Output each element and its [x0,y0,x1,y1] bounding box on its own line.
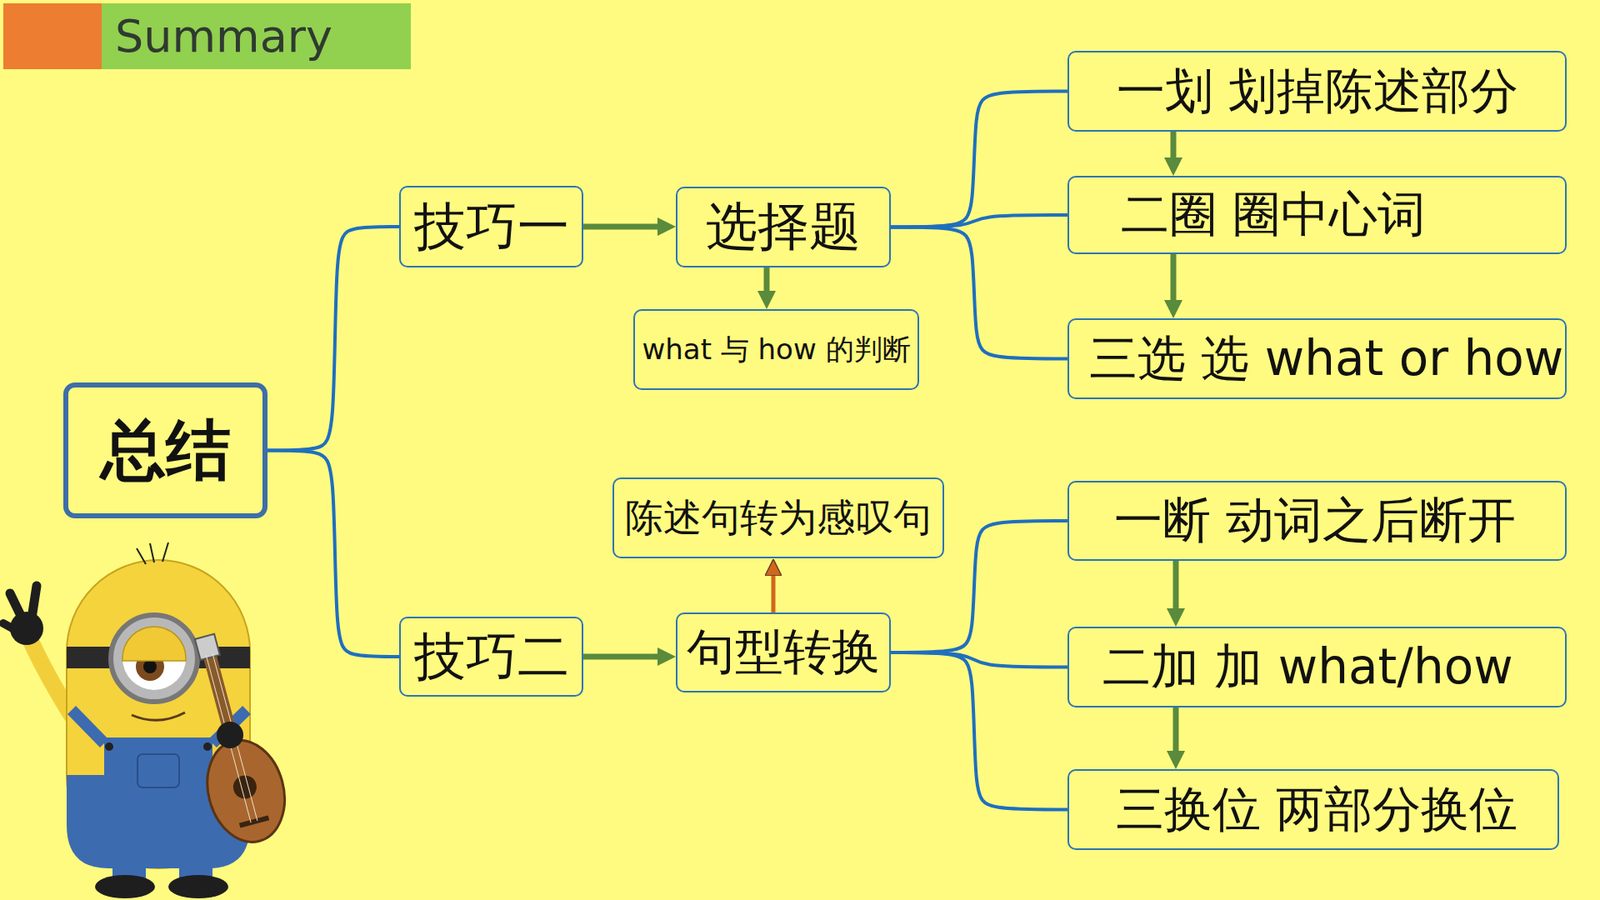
topic-box: 技巧二 [399,616,584,697]
node-label: 句型转换 [686,625,880,680]
topic-box: 二圈 圈中心词 [1067,175,1567,255]
arrow-connector [583,654,668,660]
minion-hair [136,542,169,565]
node-label: 三选 选 what or how [1089,332,1564,386]
bracket-connector [890,215,1068,228]
minion-mouth [131,712,185,720]
guitar-string [205,655,251,823]
minion-pupil [143,660,157,674]
bracket-connector [890,91,1068,228]
guitar-head [195,634,220,660]
topic-box: 选择题 [675,186,891,268]
minion-glove [10,611,44,645]
minion-shoe [95,875,155,899]
node-label: 陈述句转为感叹句 [625,496,932,540]
guitar-bridge [239,815,270,828]
topic-box: 二加 加 what/how [1067,626,1567,708]
topic-box: 句型转换 [675,612,891,693]
topic-box: 技巧一 [399,185,584,268]
arrow-connector [771,566,776,613]
minion-eye [122,626,186,690]
minion-button [105,742,114,751]
node-label: 二圈 圈中心词 [1120,188,1426,242]
title-band [101,3,411,70]
guitar-soundhole [230,772,260,801]
bracket-connector [890,652,1068,810]
minion-shoe [168,875,229,899]
arrow-connector [583,224,668,230]
minion-glove [216,721,244,749]
guitar [168,626,296,851]
node-label: 一断 动词之后断开 [1114,494,1516,548]
bracket-connector [890,652,1068,668]
slide-title: Summary [115,3,333,70]
node-label: 技巧一 [414,198,570,255]
bracket-connector [267,226,400,451]
node-label: 二加 加 what/how [1102,640,1514,695]
goggle-rim [110,615,198,702]
node-label: 一划 划掉陈述部分 [1116,65,1519,119]
minion-strap [71,710,105,744]
topic-box: 一断 动词之后断开 [1067,480,1567,561]
guitar-string [212,653,258,821]
arrow-connector [1173,560,1180,619]
minion-illustration [3,542,296,899]
minion-eyelid [122,626,186,661]
guitar-body [196,731,296,851]
bracket-connector [890,520,1068,653]
node-label: what 与 how 的判断 [641,334,910,365]
bracket-connector [890,227,1068,360]
minion-pocket [137,754,180,788]
root-box: 总结 [63,382,268,519]
node-label: 总结 [100,415,231,487]
node-label: 选择题 [705,198,861,255]
bracket-connector [267,450,400,658]
arrow-connector [1170,254,1177,310]
node-label: 技巧二 [414,628,570,685]
topic-box: 一划 划掉陈述部分 [1067,50,1567,132]
topic-box: 陈述句转为感叹句 [612,477,945,559]
arrow-connector [764,267,770,301]
arrow-connector [1173,707,1180,761]
topic-box: 三选 选 what or how [1067,318,1567,400]
node-label: 三换位 两部分换位 [1115,783,1518,837]
arrow-connector [1170,131,1177,168]
minion-button [203,742,212,751]
topic-box: 三换位 两部分换位 [1067,769,1560,850]
title-accent [3,3,102,70]
topic-box: what 与 how 的判断 [633,309,920,390]
